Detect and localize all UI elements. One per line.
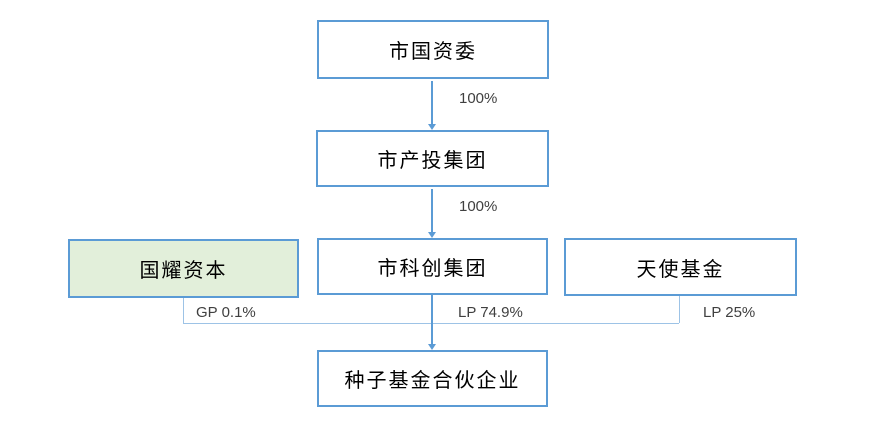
- node-chantou: 市产投集团: [316, 130, 549, 187]
- node-angel-label: 天使基金: [636, 258, 725, 281]
- node-angel: 天使基金: [564, 238, 797, 296]
- node-guoyao: 国耀资本: [68, 239, 299, 298]
- node-seed-label: 种子基金合伙企业: [344, 370, 521, 392]
- arrow-line-kechuang-seed: [431, 295, 433, 345]
- branch-line-angel-vertical: [679, 296, 680, 323]
- node-sasac-label: 市国资委: [389, 41, 477, 63]
- node-guoyao-label: 国耀资本: [139, 260, 228, 282]
- arrowhead-sasac-chantou: [427, 124, 436, 130]
- edge-label-chantou-kechuang: 100%: [459, 198, 498, 215]
- branch-line-guoyao-vertical: [183, 298, 184, 324]
- edge-label-sasac-chantou: 100%: [459, 90, 498, 107]
- node-sasac: 市国资委: [317, 20, 549, 79]
- arrowhead-chantou-kechuang: [427, 232, 436, 238]
- edge-label-guoyao-gp: GP 0.1%: [196, 304, 256, 321]
- node-chantou-label: 市产投集团: [377, 150, 488, 172]
- arrowhead-kechuang-seed: [427, 344, 436, 350]
- node-kechuang: 市科创集团: [317, 238, 548, 295]
- arrow-line-chantou-kechuang: [431, 189, 433, 233]
- edge-label-angel-lp: LP 25%: [703, 304, 756, 321]
- edge-label-kechuang-lp: LP 74.9%: [458, 304, 523, 321]
- node-kechuang-label: 市科创集团: [377, 258, 488, 280]
- arrow-line-sasac-chantou: [431, 81, 433, 125]
- node-seed: 种子基金合伙企业: [317, 350, 548, 407]
